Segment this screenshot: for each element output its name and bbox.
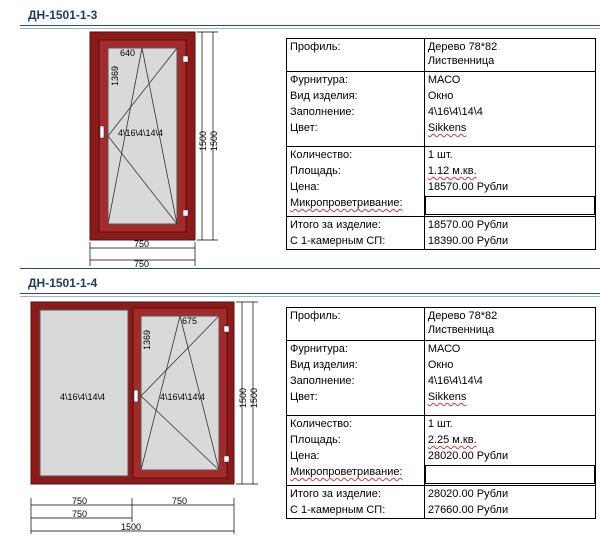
glass-label: 4\16\4\14\4 (60, 392, 105, 402)
spec-value: 28020.00 Рубли (423, 448, 597, 464)
tilt-line (107, 47, 143, 225)
spec-value: Sikkens (423, 120, 597, 147)
spec-value: Окно (423, 88, 597, 104)
spec-value: МАСО (423, 340, 597, 357)
item-code: ДН-1501-1-4 (28, 276, 98, 290)
sash-width-label: 640 (120, 48, 135, 58)
dim-width-label: 750 (72, 496, 87, 506)
spec-label: Итого за изделие: (286, 485, 425, 502)
spec-value: 18570.00 Рубли (423, 179, 597, 195)
section-divider (20, 28, 600, 29)
spec-label: Количество: (286, 415, 425, 432)
glass-label: 4\16\4\14\4 (118, 128, 163, 138)
spec-label: Цвет: (286, 120, 425, 147)
hinge-icon (182, 209, 189, 217)
spec-value: 1 шт. (423, 146, 597, 163)
dim-height-label: 1500 (249, 388, 259, 408)
glass-label: 4\16\4\14\4 (160, 392, 205, 402)
spec-value: 1 шт. (423, 415, 597, 432)
spec-label: Фурнитура: (286, 340, 425, 357)
spec-label: Микропроветривание: (286, 195, 425, 217)
spec-label: Цена: (286, 448, 425, 464)
section-divider (20, 296, 600, 297)
vent-value-box (423, 464, 597, 486)
dim-height-label: 1500 (198, 131, 208, 151)
turn-line (107, 47, 178, 137)
section-divider (20, 293, 600, 294)
spec-label: Цена: (286, 179, 425, 195)
spec-value: 27660.00 Рубли (423, 502, 597, 519)
turn-line (107, 135, 178, 225)
dim-width-label: 750 (134, 259, 149, 269)
tilt-line (140, 315, 181, 471)
spec-value: Окно (423, 357, 597, 373)
spec-value: 18390.00 Рубли (423, 233, 597, 250)
hinge-icon (223, 455, 230, 463)
tilt-line (179, 315, 220, 471)
section-divider (20, 25, 600, 26)
window-drawing-1: 640 1369 4\16\4\14\4 1500 1500 750 750 (89, 31, 219, 269)
spec-value: 4\16\4\14\4 (423, 373, 597, 389)
spec-value: 1.12 м.кв. (423, 163, 597, 179)
spec-label: Фурнитура: (286, 71, 425, 88)
glass-pane-right (140, 315, 220, 471)
spec-label: Количество: (286, 146, 425, 163)
spec-value: МАСО (423, 71, 597, 88)
spec-label: Цвет: (286, 389, 425, 416)
glass-pane-left (39, 309, 129, 477)
spec-label: Вид изделия: (286, 357, 425, 373)
spec-label: С 1-камерным СП: (286, 502, 425, 519)
dim-total-label: 1500 (121, 522, 141, 532)
spec-label: Микропроветривание: (286, 464, 425, 486)
spec-label: Заполнение: (286, 104, 425, 120)
spec-label: Площадь: (286, 432, 425, 448)
tilt-line (141, 47, 178, 225)
window-drawing-2: 4\16\4\14\4 4\16\4\14\4 675 1369 1500 15… (30, 301, 259, 534)
spec-label: Итого за изделие: (286, 216, 425, 233)
turn-line (140, 315, 220, 397)
section-divider (20, 268, 600, 269)
item-code: ДН-1501-1-3 (28, 8, 98, 22)
dim-width-label: 750 (134, 239, 149, 249)
spec-value: 4\16\4\14\4 (423, 104, 597, 120)
spec-label: Площадь: (286, 163, 425, 179)
handle-icon (99, 125, 105, 139)
dim-width-label: 750 (172, 496, 187, 506)
sash-height-label: 1369 (110, 66, 120, 86)
spec-label: С 1-камерным СП: (286, 233, 425, 250)
spec-label: Вид изделия: (286, 88, 425, 104)
spec-value: 2.25 м.кв. (423, 432, 597, 448)
spec-value: 28020.00 Рубли (423, 485, 597, 502)
dim-height-label: 1500 (238, 388, 248, 408)
spec-value: Sikkens (423, 389, 597, 416)
spec-value: 18570.00 Рубли (423, 216, 597, 233)
dim-width-label: 750 (72, 509, 87, 519)
sash-width-label: 675 (182, 316, 197, 326)
vent-value-box (423, 195, 597, 217)
sash-height-label: 1369 (142, 330, 152, 350)
spec-label: Профиль: (286, 38, 425, 72)
hinge-icon (223, 325, 230, 333)
turn-line (140, 395, 220, 471)
dim-height-label: 1500 (209, 131, 219, 151)
spec-label: Профиль: (286, 307, 425, 341)
hinge-icon (182, 55, 189, 63)
spec-label: Заполнение: (286, 373, 425, 389)
handle-icon (133, 389, 139, 403)
